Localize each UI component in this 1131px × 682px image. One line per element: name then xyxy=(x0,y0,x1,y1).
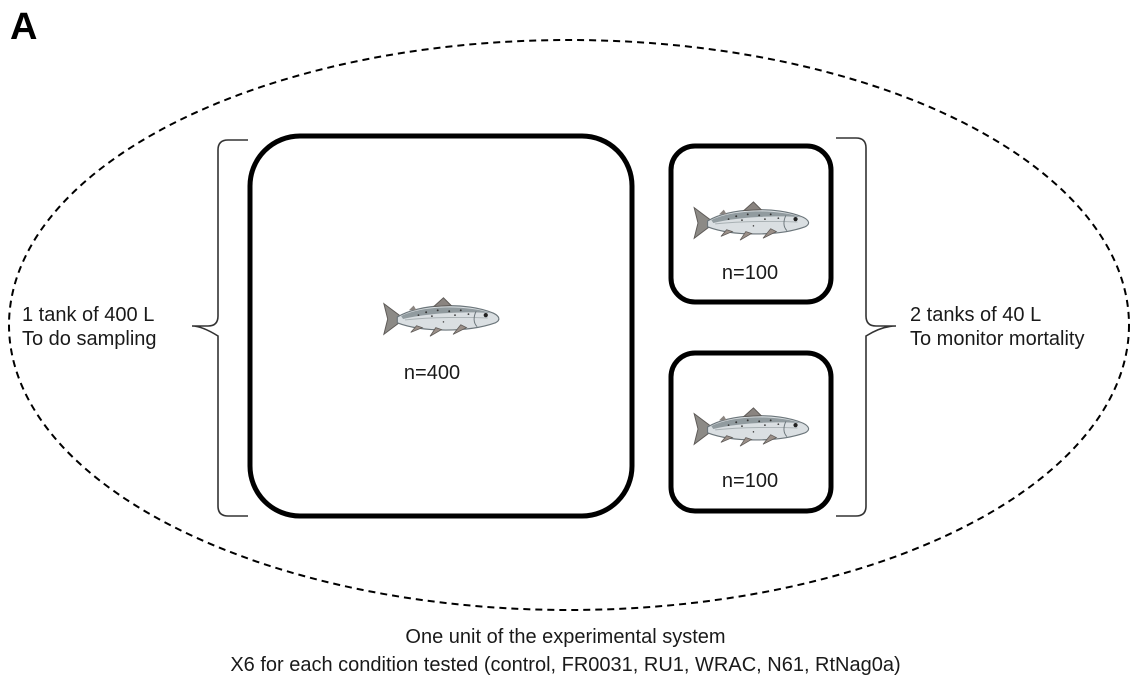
sampling-tank-caption: 1 tank of 400 L To do sampling xyxy=(22,303,157,351)
small-tank-bottom-count: n=100 xyxy=(721,470,779,492)
left-brace xyxy=(191,139,248,517)
experimental-unit-boundary xyxy=(8,39,1130,611)
large-tank-count: n=400 xyxy=(403,362,461,384)
footer-conditions-caption: X6 for each condition tested (control, F… xyxy=(230,654,901,676)
panel-label: A xyxy=(10,6,38,48)
right-brace xyxy=(836,137,897,517)
sampling-tank-volume: 1 tank of 400 L xyxy=(22,304,155,326)
mortality-tanks-volume: 2 tanks of 40 L xyxy=(910,304,1042,326)
mortality-tanks-caption: 2 tanks of 40 L To monitor mortality xyxy=(910,303,1085,351)
footer-unit-caption: One unit of the experimental system xyxy=(405,626,726,648)
mortality-tanks-purpose: To monitor mortality xyxy=(910,328,1085,350)
sampling-tank-purpose: To do sampling xyxy=(22,328,157,350)
small-tank-top-count: n=100 xyxy=(721,262,779,284)
